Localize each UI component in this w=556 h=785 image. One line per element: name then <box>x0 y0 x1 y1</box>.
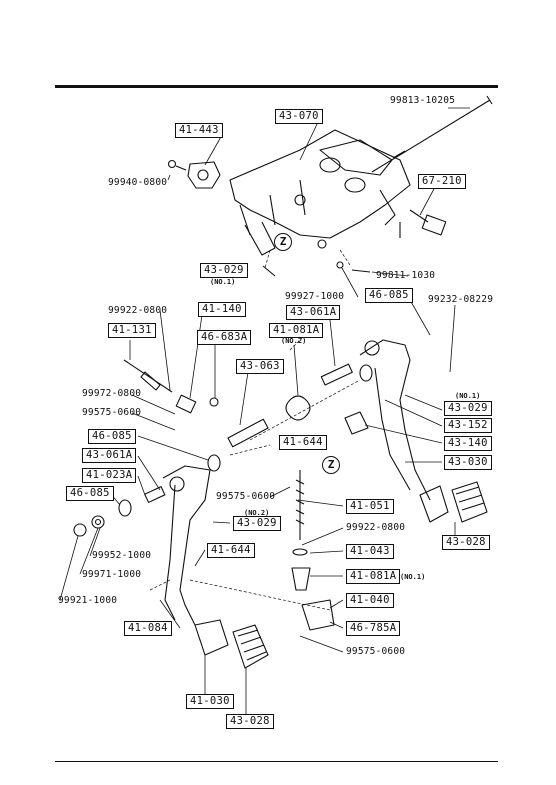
note-no1: (NO.1) <box>455 392 481 400</box>
part-number-99952: 99952-1000 <box>92 550 152 561</box>
part-label-41-040[interactable]: 41-040 <box>346 593 394 608</box>
part-label-43-061A[interactable]: 43-061A <box>82 448 137 463</box>
part-label-41-081A[interactable]: 41-081A <box>269 323 324 338</box>
bolt-99811-icon <box>351 269 371 273</box>
long-bolt-icon <box>371 95 493 173</box>
stopper-43140-icon <box>344 411 369 435</box>
bushing-46085-right-icon <box>359 364 373 382</box>
clevis-icon <box>175 394 219 414</box>
bottom-rule <box>55 761 498 762</box>
dashed-assembly-lines <box>149 249 361 611</box>
part-label-41-084[interactable]: 41-084 <box>124 621 172 636</box>
part-label-41-131[interactable]: 41-131 <box>108 323 156 338</box>
part-label-43-030[interactable]: 43-030 <box>444 455 492 470</box>
part-label-43-063[interactable]: 43-063 <box>236 359 284 374</box>
part-label-41-030[interactable]: 41-030 <box>186 694 234 709</box>
part-label-43-061A[interactable]: 43-061A <box>286 305 341 320</box>
part-label-43-152[interactable]: 43-152 <box>444 418 492 433</box>
pedal-rubber-left-icon <box>232 624 269 669</box>
part-label-43-029[interactable]: 43-029 <box>200 263 248 278</box>
bushing-43061A-icon <box>320 363 353 386</box>
washer-99971-icon <box>91 515 105 529</box>
reference-marker-z: Z <box>322 456 340 474</box>
part-number-99940: 99940-0800 <box>108 177 168 188</box>
part-label-46-085[interactable]: 46-085 <box>66 486 114 501</box>
part-number-99927: 99927-1000 <box>285 291 345 302</box>
pedal-rubber-right-icon <box>451 481 488 523</box>
part-label-43-029[interactable]: 43-029 <box>444 401 492 416</box>
reference-marker-z: Z <box>274 233 292 251</box>
part-number-99971: 99971-1000 <box>82 569 142 580</box>
part-label-46-085[interactable]: 46-085 <box>88 429 136 444</box>
part-number-99813: 99813-10205 <box>390 95 456 106</box>
brake-pedal-pad-icon <box>419 485 449 523</box>
nut-99927-icon <box>336 261 344 269</box>
part-label-41-043[interactable]: 41-043 <box>346 544 394 559</box>
part-label-41-644[interactable]: 41-644 <box>207 543 255 558</box>
part-number-99575: 99575-0600 <box>82 407 142 418</box>
top-rule <box>55 85 498 88</box>
clutch-pedal-pad-icon <box>194 619 229 656</box>
assist-spring-icon <box>291 470 311 591</box>
part-label-41-644[interactable]: 41-644 <box>279 435 327 450</box>
part-label-46-785A[interactable]: 46-785A <box>346 621 401 636</box>
part-label-43-028[interactable]: 43-028 <box>442 535 490 550</box>
part-label-41-140[interactable]: 41-140 <box>198 302 246 317</box>
push-rod-icon <box>123 359 173 393</box>
part-number-99921: 99921-1000 <box>58 595 118 606</box>
shaft-43063-icon <box>227 418 269 448</box>
spring-seat-icon <box>301 599 335 631</box>
note-no2: (NO.2) <box>281 337 307 345</box>
part-number-99811: 99811-1030 <box>376 270 436 281</box>
note-no1: (NO.1) <box>210 278 236 286</box>
part-number-99972: 99972-0800 <box>82 388 142 399</box>
bushing-46085-lower-icon <box>118 499 132 517</box>
part-label-41-023A[interactable]: 41-023A <box>82 468 137 483</box>
brake-switch-icon <box>399 209 447 238</box>
part-label-43-070[interactable]: 43-070 <box>275 109 323 124</box>
note-no2: (NO.2) <box>244 509 270 517</box>
return-spring-icon <box>285 395 311 421</box>
part-label-67-210[interactable]: 67-210 <box>418 174 466 189</box>
part-label-41-443[interactable]: 41-443 <box>175 123 223 138</box>
part-number-99922: 99922-0800 <box>346 522 406 533</box>
nut-99921-icon <box>73 523 87 537</box>
collar-41023A-icon <box>144 486 166 503</box>
pedal-bracket-icon <box>229 129 411 256</box>
part-label-43-029[interactable]: 43-029 <box>233 516 281 531</box>
part-number-99922: 99922-0800 <box>108 305 168 316</box>
note-no1: (NO.1) <box>400 573 426 581</box>
gasket-plate-icon <box>167 159 221 189</box>
part-number-99575: 99575-0600 <box>346 646 406 657</box>
part-label-46-683A[interactable]: 46-683A <box>197 330 252 345</box>
part-label-41-051[interactable]: 41-051 <box>346 499 394 514</box>
part-label-43-028[interactable]: 43-028 <box>226 714 274 729</box>
part-label-41-081A[interactable]: 41-081A <box>346 569 401 584</box>
part-label-43-140[interactable]: 43-140 <box>444 436 492 451</box>
bushing-46085-left-icon <box>207 454 221 472</box>
leader-lines <box>59 107 470 718</box>
part-label-46-085[interactable]: 46-085 <box>365 288 413 303</box>
brake-pedal-arm-icon <box>359 339 431 501</box>
bolt-43029-icon <box>262 265 276 277</box>
clutch-pedal-arm-icon <box>162 465 211 626</box>
part-number-99575: 99575-0600 <box>216 491 276 502</box>
part-number-99232: 99232-08229 <box>428 294 494 305</box>
